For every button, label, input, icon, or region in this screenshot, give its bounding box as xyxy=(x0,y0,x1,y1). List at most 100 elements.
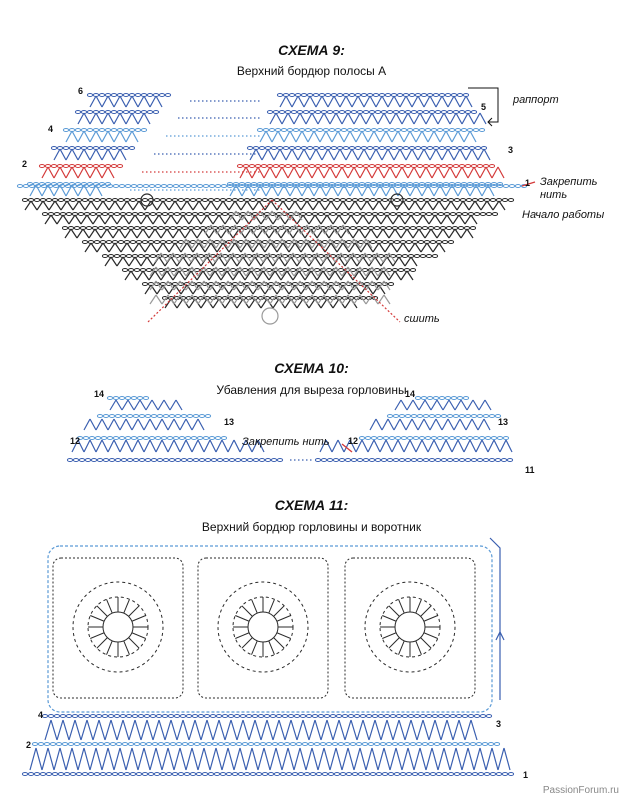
chain-stitch xyxy=(37,742,45,746)
chain-stitch xyxy=(465,198,473,202)
stitch-group xyxy=(307,130,333,143)
chain-stitch xyxy=(110,128,118,132)
stitch-group xyxy=(216,284,242,295)
chain-stitch xyxy=(321,772,329,776)
motif-square xyxy=(52,557,184,699)
chain-stitch xyxy=(191,714,199,718)
stitch-group xyxy=(252,224,278,235)
chain-stitch xyxy=(322,182,330,186)
stitch-group xyxy=(349,184,375,197)
chain-stitch xyxy=(313,226,321,230)
chain-stitch xyxy=(458,458,466,462)
chain-stitch xyxy=(173,212,181,216)
chain-stitch xyxy=(464,164,472,168)
chain-stitch xyxy=(98,93,106,97)
stitch-group xyxy=(180,242,206,253)
s10-row-12-right: 12 xyxy=(348,436,359,446)
stitch-group xyxy=(192,284,218,295)
chain-stitch xyxy=(74,128,82,132)
stitch-group xyxy=(298,252,324,263)
chain-stitch xyxy=(447,772,455,776)
chain-stitch xyxy=(166,184,174,188)
chain-stitch xyxy=(69,772,77,776)
chain-stitch xyxy=(479,714,487,718)
chain-stitch xyxy=(110,146,118,150)
motif-spoke xyxy=(423,615,438,622)
chain-stitch xyxy=(422,458,430,462)
chain-stitch xyxy=(335,714,343,718)
chain-stitch xyxy=(201,772,209,776)
stitch-group xyxy=(372,242,398,253)
motif-ring xyxy=(394,611,426,643)
chain-stitch xyxy=(133,742,141,746)
chain-stitch xyxy=(273,198,281,202)
s11-row-4: 4 xyxy=(38,710,44,720)
chain-stitch xyxy=(248,164,256,168)
chain-stitch xyxy=(297,772,305,776)
chain-stitch xyxy=(406,182,414,186)
chain-stitch xyxy=(161,714,169,718)
chain-stitch xyxy=(234,458,242,462)
stitch-group xyxy=(423,95,449,108)
chain-stitch xyxy=(287,714,295,718)
chain-stitch xyxy=(357,772,365,776)
chain-stitch xyxy=(50,146,58,150)
chain-stitch xyxy=(409,742,417,746)
chain-stitch xyxy=(31,742,39,746)
stitch-group xyxy=(303,95,329,108)
stitch-group xyxy=(253,184,279,197)
stitch-group xyxy=(192,200,218,211)
chain-stitch xyxy=(154,436,162,440)
chain-stitch xyxy=(286,184,294,188)
chain-stitch xyxy=(130,436,138,440)
chain-stitch xyxy=(49,742,57,746)
chain-stitch xyxy=(138,458,146,462)
stitch-group xyxy=(29,184,55,197)
stitch-group xyxy=(245,294,271,305)
stitch-group xyxy=(140,719,166,741)
chain-stitch xyxy=(477,772,485,776)
chain-stitch xyxy=(219,772,227,776)
row-number-1: 1 xyxy=(525,178,531,188)
stitch-group xyxy=(245,280,271,291)
chain-stitch xyxy=(450,396,458,400)
chain-stitch xyxy=(72,458,80,462)
chain-stitch xyxy=(33,772,41,776)
chain-stitch xyxy=(356,164,364,168)
chain-stitch xyxy=(78,458,86,462)
chain-stitch xyxy=(472,436,480,440)
stitch-group xyxy=(83,418,109,431)
chain-stitch xyxy=(429,772,437,776)
chain-stitch xyxy=(177,198,185,202)
chain-stitch xyxy=(193,226,201,230)
chain-stitch xyxy=(454,184,462,188)
chain-stitch xyxy=(308,164,316,168)
chain-stitch xyxy=(214,436,222,440)
chain-stitch xyxy=(149,212,157,216)
chain-stitch xyxy=(303,772,311,776)
chain-stitch xyxy=(258,146,266,150)
chain-stitch xyxy=(405,198,413,202)
chain-stitch xyxy=(393,198,401,202)
row-number-5: 5 xyxy=(481,102,487,112)
chain-stitch xyxy=(373,742,381,746)
motif-spoke xyxy=(106,640,113,655)
chain-stitch xyxy=(393,772,401,776)
chain-stitch xyxy=(347,714,355,718)
chain-stitch xyxy=(120,414,128,418)
sew-line-right xyxy=(271,199,401,323)
chain-stitch xyxy=(141,198,149,202)
stitch-group xyxy=(331,130,357,143)
chain-stitch xyxy=(460,128,468,132)
chain-stitch xyxy=(490,436,498,440)
chain-stitch xyxy=(129,198,137,202)
chain-stitch xyxy=(192,414,200,418)
stitch-group xyxy=(116,719,142,741)
chain-stitch xyxy=(259,742,267,746)
stitch-group xyxy=(277,210,303,221)
chain-stitch xyxy=(229,226,237,230)
chain-stitch xyxy=(382,436,390,440)
chain-stitch xyxy=(113,212,121,216)
chain-stitch xyxy=(150,458,158,462)
stitch-group xyxy=(104,256,130,267)
